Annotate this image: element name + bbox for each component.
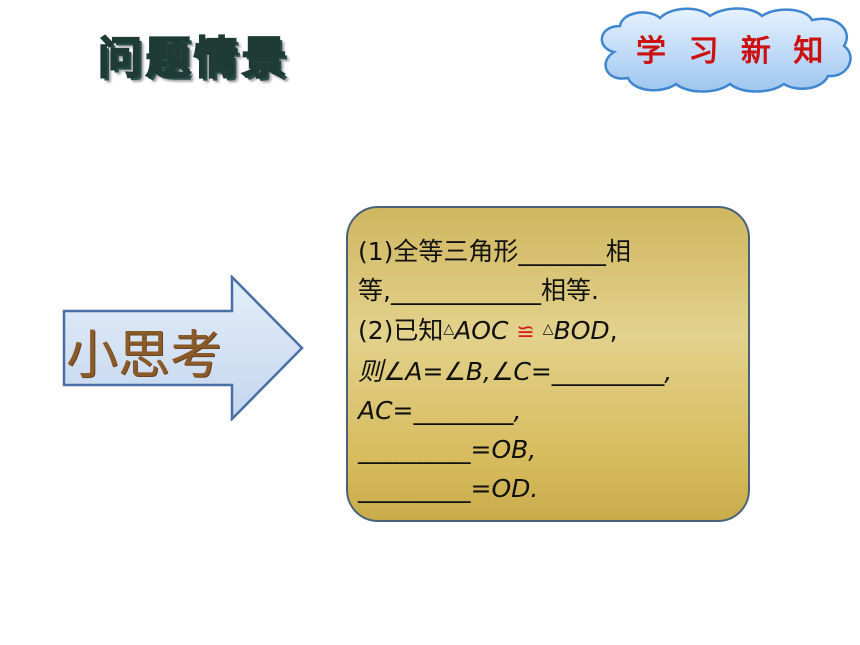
page-title: 问题情景 xyxy=(97,32,290,85)
right-arrow-icon xyxy=(62,275,304,421)
question-line-2: 等,____________相等. xyxy=(358,276,599,305)
question-line-5: AC=________, xyxy=(358,396,522,425)
blank: ____________ xyxy=(390,276,541,305)
question-line-4: 则∠A=∠B,∠C=_________, xyxy=(358,357,673,386)
triangle-symbol: △ xyxy=(443,321,455,337)
think-arrow: 小思考 xyxy=(62,275,306,421)
triangle-symbol: △ xyxy=(542,321,554,337)
blank: _________ xyxy=(358,435,471,464)
question-line-6: _________=OB, xyxy=(358,435,537,464)
blank: _______ xyxy=(518,237,606,266)
blank: _________ xyxy=(551,357,665,386)
badge-label: 学 习 新 知 xyxy=(636,34,830,69)
congruent-symbol: ≌ xyxy=(516,320,535,345)
question-line-1: (1)全等三角形_______相 xyxy=(358,237,631,266)
blank: ________ xyxy=(413,396,514,425)
question-line-7: _________=OD. xyxy=(358,474,539,503)
think-label: 小思考 xyxy=(66,326,223,386)
learn-new-knowledge-badge[interactable]: 学 习 新 知 xyxy=(592,4,858,96)
question-box: (1)全等三角形_______相 等,____________相等. (2)已知… xyxy=(346,206,750,522)
blank: _________ xyxy=(358,474,471,503)
cloud-icon xyxy=(600,7,852,93)
question-line-3: (2)已知△AOC ≌ △BOD, xyxy=(358,316,618,345)
